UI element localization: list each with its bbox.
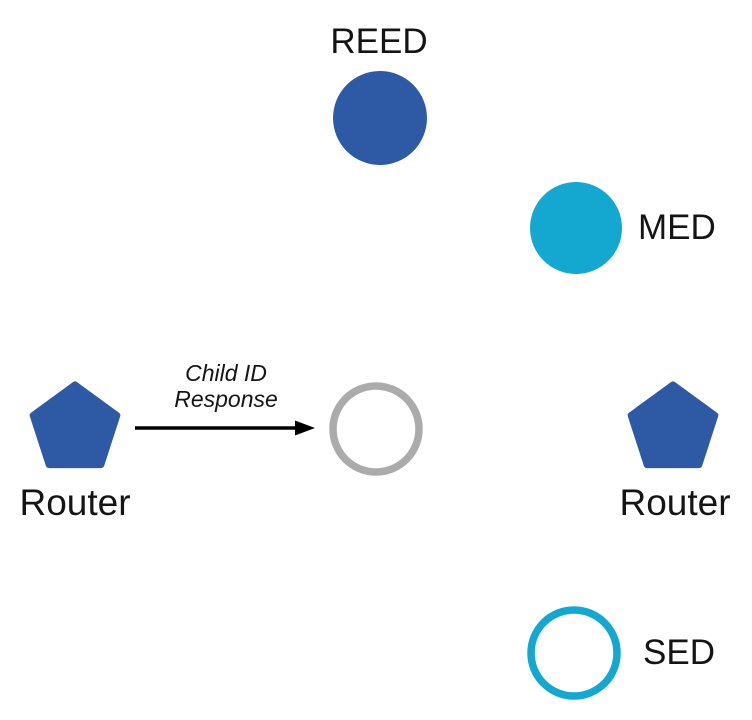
sed-label: SED <box>643 633 715 672</box>
arrow-label: Child ID Response <box>137 360 315 412</box>
arrow-label-line1: Child ID <box>185 360 267 386</box>
med-label: MED <box>638 208 716 247</box>
med-node-circle <box>530 182 622 274</box>
sed-node-circle <box>527 606 621 700</box>
arrow-label-line2: Response <box>174 386 278 412</box>
reed-label: REED <box>330 22 428 61</box>
router-left-pentagon <box>29 381 121 469</box>
joiner-node-circle <box>329 382 423 476</box>
child-id-response-arrow <box>135 420 315 436</box>
reed-node-circle <box>333 71 427 165</box>
router-right-label: Router <box>619 482 731 523</box>
router-left-label: Router <box>19 482 131 523</box>
router-right-pentagon <box>627 381 719 469</box>
